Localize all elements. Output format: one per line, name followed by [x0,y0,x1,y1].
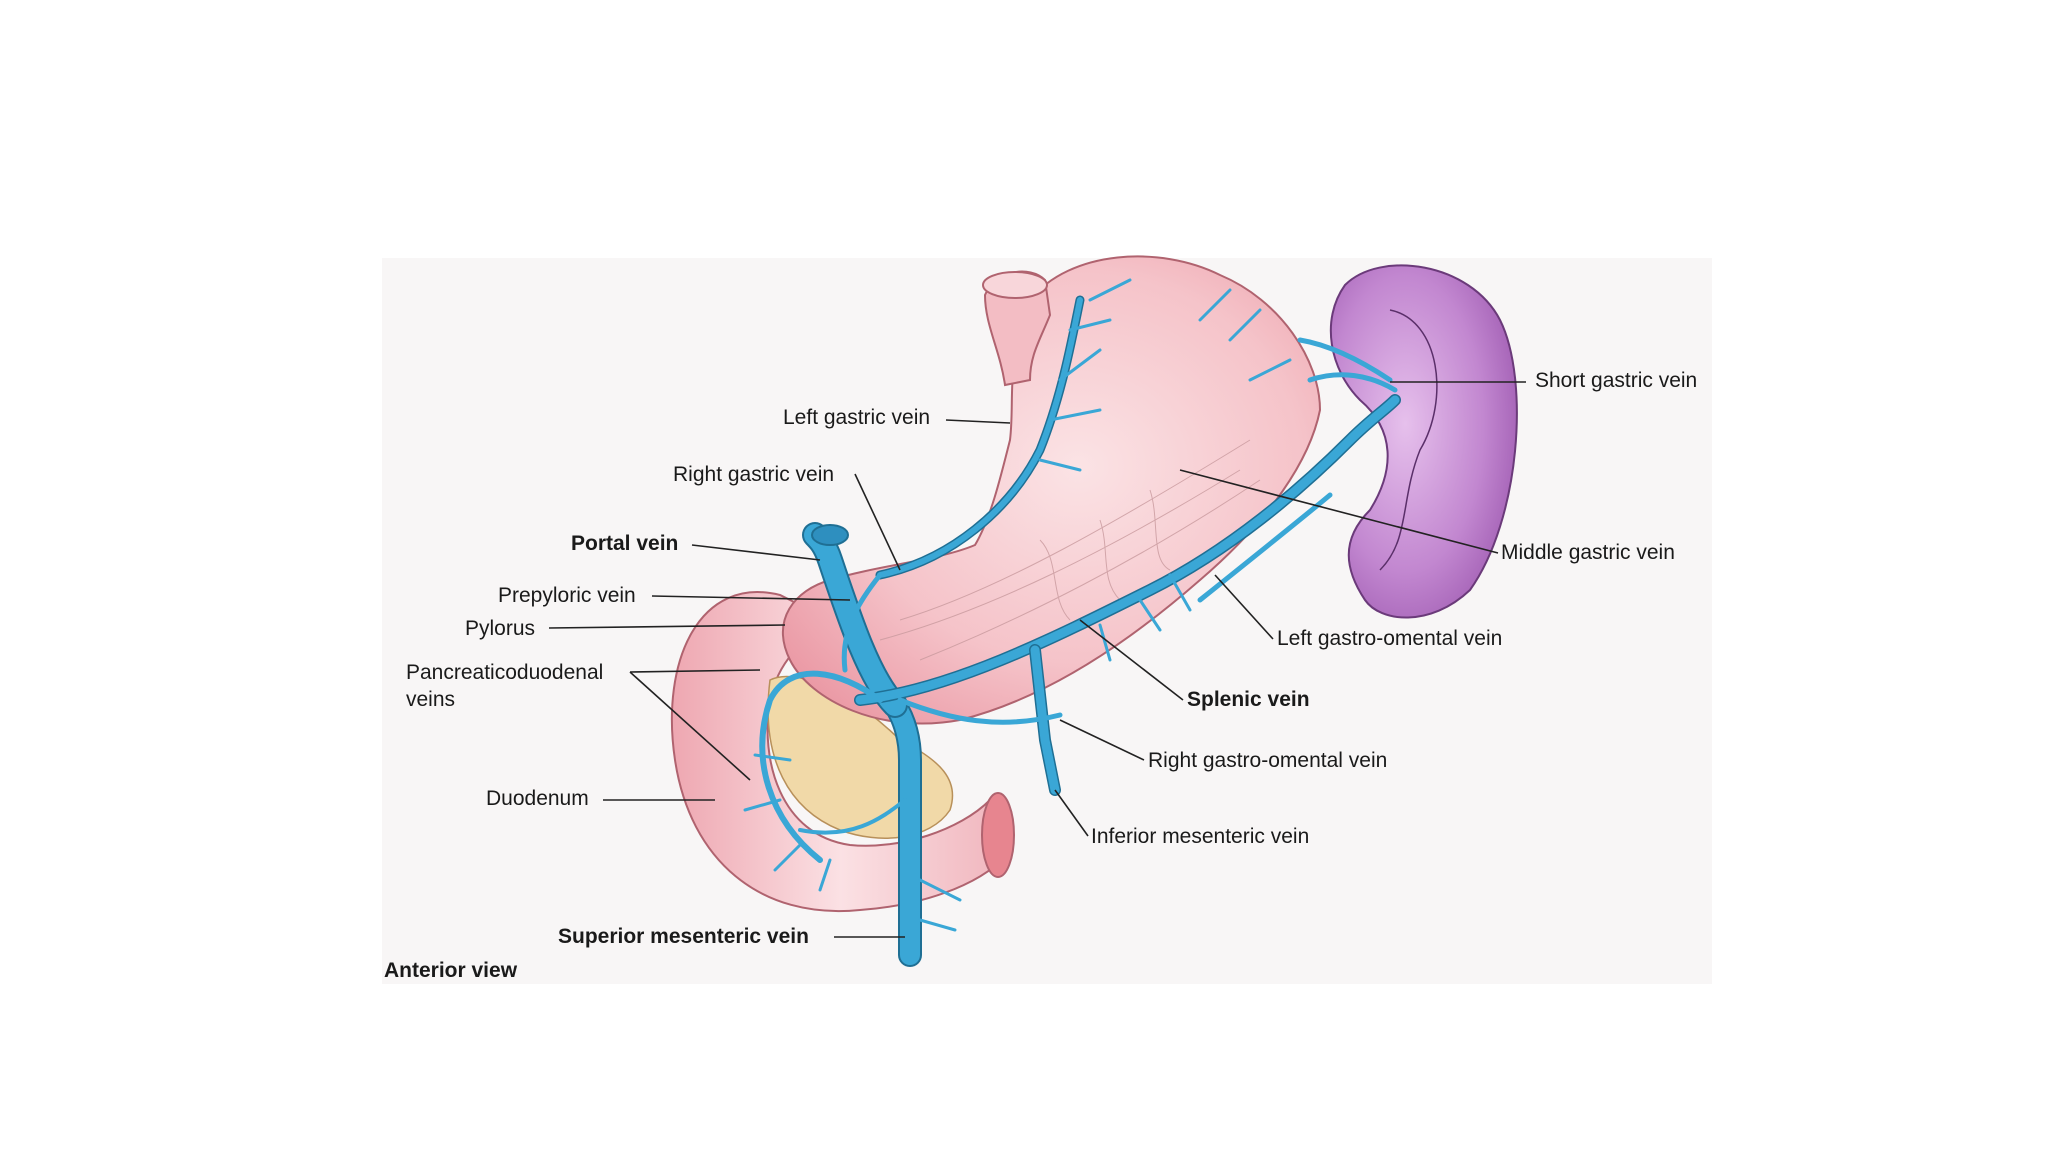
vein-branches [743,278,1292,932]
label-short-gastric-vein: Short gastric vein [1535,369,1698,392]
spleen-hilum [1379,309,1438,571]
label-inferior-mesenteric-vein: Inferior mesenteric vein [1091,825,1310,848]
pancreaticoduodenal-vein-1 [759,670,883,863]
veins [743,278,1401,967]
label-duodenum: Duodenum [486,787,589,810]
label-anterior-view: Anterior view [384,959,518,982]
label-right-gastro-omental-vein: Right gastro-omental vein [1148,749,1388,772]
esophagus-opening [982,271,1048,299]
label-pancreaticoduodenal-veins-line1: Pancreaticoduodenal [406,661,604,684]
label-pancreaticoduodenal-veins-line2: veins [406,688,456,711]
right-gastro-omental-vein [897,697,1063,725]
label-prepyloric-vein: Prepyloric vein [498,584,636,607]
label-right-gastric-vein: Right gastric vein [673,463,835,486]
gastric-folds [879,439,1261,661]
right-gastric-vein [841,572,883,673]
portal-vein-cut [811,524,849,546]
leader-lines [548,381,1526,938]
left-gastro-omental-vein [1197,492,1333,603]
label-pylorus: Pylorus [465,617,536,640]
label-left-gastric-vein: Left gastric vein [783,406,931,429]
label-portal-vein: Portal vein [571,532,679,555]
label-left-gastro-omental-vein: Left gastro-omental vein [1277,627,1503,650]
short-gastric-veins [1297,337,1398,393]
label-middle-gastric-vein: Middle gastric vein [1501,541,1675,564]
duodenum-end [981,792,1015,878]
label-splenic-vein: Splenic vein [1187,688,1310,711]
pancreaticoduodenal-vein-2 [798,798,907,835]
label-superior-mesenteric-vein: Superior mesenteric vein [558,925,809,948]
